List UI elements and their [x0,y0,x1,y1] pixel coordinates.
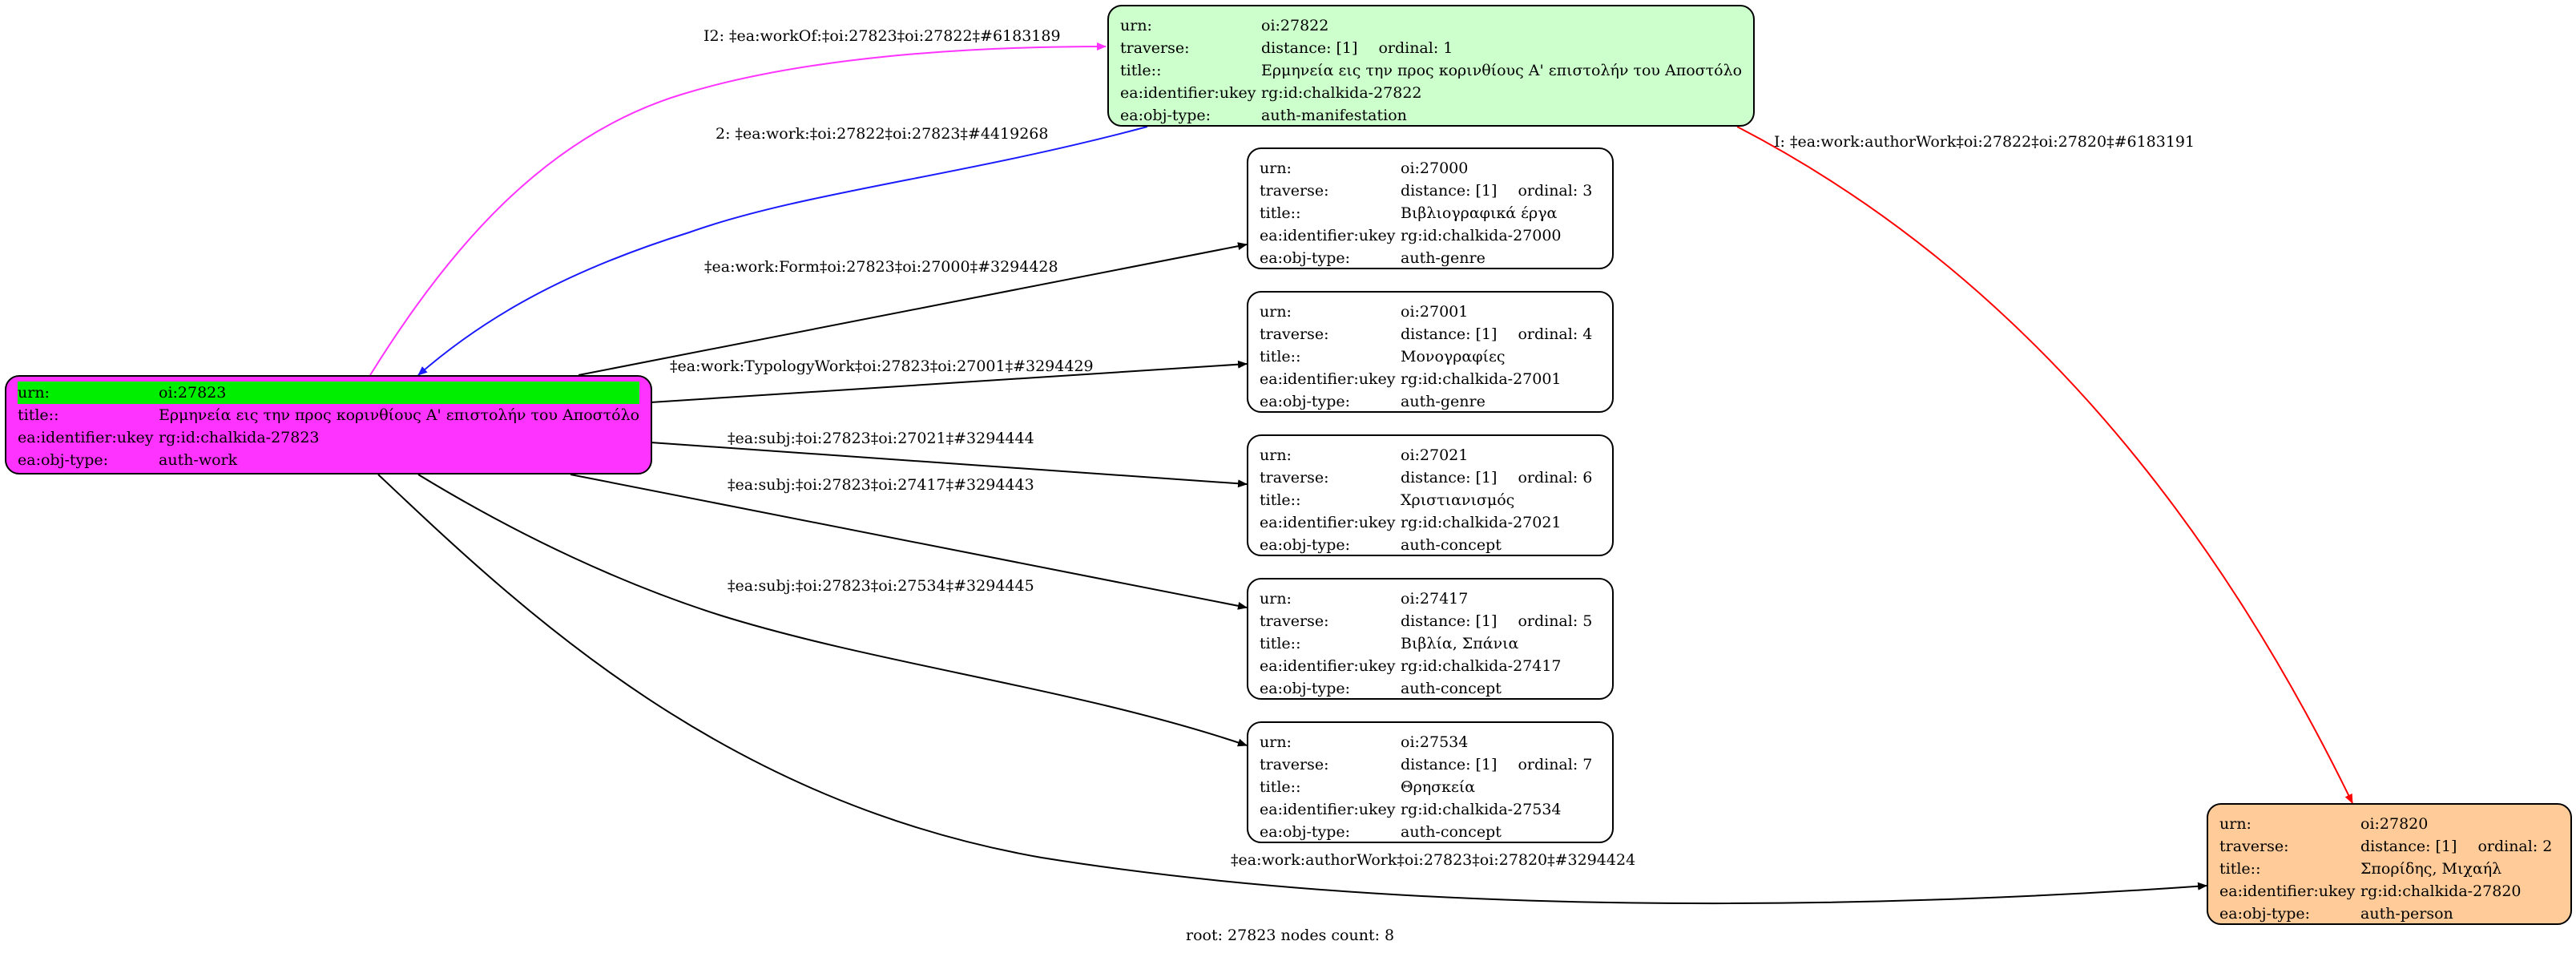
edge-authorwork-red [1736,126,2353,804]
edge-workof [369,42,1107,376]
edge-subj2 [570,474,1248,610]
edge-label-authorwork-black: ‡ea:work:authorWork‡oi:27823‡oi:27820‡#3… [1231,851,1636,869]
node-27534[interactable]: urn:oi:27534 traverse:distance: [1]ordin… [1247,721,1614,843]
node-27021[interactable]: urn:oi:27021 traverse:distance: [1]ordin… [1247,434,1614,556]
node-root-27823[interactable]: urn:oi:27823 title::Ερμηνεία εις την προ… [5,375,652,474]
edge-label-subj2: ‡ea:subj:‡oi:27823‡oi:27417‡#3294443 [728,476,1034,494]
edge-work [417,126,1148,376]
edge-form [578,242,1248,376]
node-row-objtype: ea:obj-type:auth-work [18,451,238,469]
node-27001[interactable]: urn:oi:27001 traverse:distance: [1]ordin… [1247,291,1614,413]
edge-authorwork-black [377,474,2207,905]
edge-label-subj1: ‡ea:subj:‡oi:27823‡oi:27021‡#3294444 [728,430,1034,447]
edge-subj1 [650,442,1248,488]
edge-label-subj3: ‡ea:subj:‡oi:27823‡oi:27534‡#3294445 [728,577,1034,595]
node-row-urn: urn:oi:27823 [18,382,639,404]
edge-label-typology: ‡ea:work:TypologyWork‡oi:27823‡oi:27001‡… [670,357,1094,375]
node-27417[interactable]: urn:oi:27417 traverse:distance: [1]ordin… [1247,578,1614,700]
graph-footer: root: 27823 nodes count: 8 [1186,927,1395,944]
edge-label-workof: I2: ‡ea:workOf:‡oi:27823‡oi:27822‡#61831… [703,27,1061,45]
edge-typology [650,360,1248,403]
node-27820[interactable]: urn:oi:27820 traverse:distance: [1]ordin… [2207,803,2572,925]
node-row-title: title::Ερμηνεία εις την προς κορινθίους … [18,406,639,424]
edge-subj3 [417,474,1248,747]
node-27000[interactable]: urn:oi:27000 traverse:distance: [1]ordin… [1247,147,1614,269]
edge-label-work: 2: ‡ea:work:‡oi:27822‡oi:27823‡#4419268 [716,125,1049,143]
edge-label-authorwork-red: I: ‡ea:work:authorWork‡oi:27822‡oi:27820… [1774,133,2195,151]
node-27822[interactable]: urn:oi:27822 traverse:distance: [1]ordin… [1107,5,1755,127]
edge-label-form: ‡ea:work:Form‡oi:27823‡oi:27000‡#3294428 [704,258,1058,276]
